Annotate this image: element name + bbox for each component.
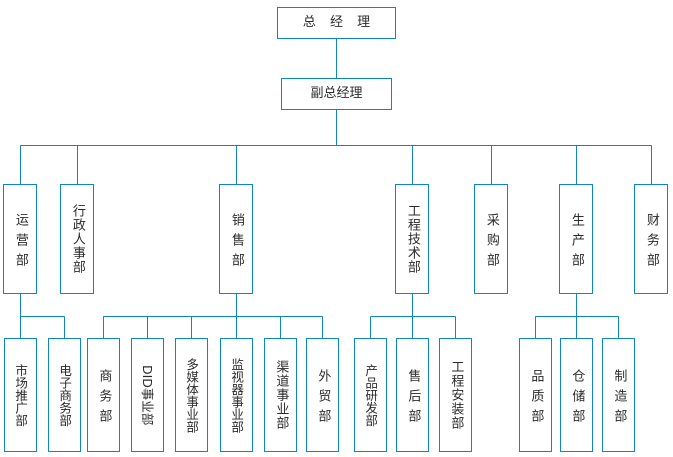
node-warehouse-dept-label: 仓储部 (569, 368, 585, 429)
node-product-rnd-dept-label: 产品研发部 (363, 363, 379, 427)
node-business-dept-label: 商务部 (96, 368, 112, 429)
node-general-manager[interactable]: 总 经 理 (277, 7, 396, 39)
node-business-dept[interactable]: 商务部 (87, 338, 120, 452)
node-sales-dept-label: 销售部 (228, 212, 244, 273)
node-finance-dept[interactable]: 财务部 (634, 184, 668, 294)
node-operations-dept-label: 运营部 (12, 212, 28, 273)
node-engineering-installation-dept[interactable]: 工程安装部 (439, 338, 472, 452)
node-purchasing-dept[interactable]: 采购部 (474, 184, 508, 294)
node-engineering-installation-dept-label: 工程安装部 (448, 360, 464, 430)
node-did-division-label: DID事业部 (140, 364, 156, 426)
node-multimedia-division[interactable]: 多媒体事业部 (175, 338, 208, 452)
node-foreign-trade-dept-label: 外贸部 (315, 368, 331, 429)
node-ecommerce-dept[interactable]: 电子商务部 (48, 338, 81, 452)
node-purchasing-dept-label: 采购部 (483, 212, 499, 273)
node-engineering-tech-dept-label: 工程技术部 (404, 204, 420, 274)
node-admin-hr-dept-label: 行政人事部 (69, 204, 85, 274)
node-production-dept-label: 生产部 (568, 212, 584, 273)
node-deputy-general-manager-label: 副总经理 (310, 85, 363, 101)
node-warehouse-dept[interactable]: 仓储部 (560, 338, 593, 452)
node-did-division[interactable]: DID事业部 (131, 338, 164, 452)
node-admin-hr-dept[interactable]: 行政人事部 (60, 184, 94, 294)
node-ecommerce-dept-label: 电子商务部 (57, 363, 73, 427)
node-quality-dept-label: 品质部 (528, 368, 544, 429)
node-multimedia-division-label: 多媒体事业部 (184, 357, 200, 433)
node-channel-division[interactable]: 渠道事业部 (264, 338, 297, 452)
node-foreign-trade-dept[interactable]: 外贸部 (306, 338, 339, 452)
node-after-sales-dept-label: 售后部 (405, 368, 421, 429)
node-product-rnd-dept[interactable]: 产品研发部 (354, 338, 387, 452)
node-manufacturing-dept-label: 制造部 (611, 368, 627, 429)
node-after-sales-dept[interactable]: 售后部 (396, 338, 429, 452)
node-deputy-general-manager[interactable]: 副总经理 (281, 78, 392, 110)
node-marketing-promotion-dept[interactable]: 市场推广部 (4, 338, 37, 452)
node-manufacturing-dept[interactable]: 制造部 (602, 338, 635, 452)
node-monitor-division[interactable]: 监视器事业部 (220, 338, 253, 452)
node-finance-dept-label: 财务部 (643, 212, 659, 273)
node-sales-dept[interactable]: 销售部 (219, 184, 253, 294)
node-operations-dept[interactable]: 运营部 (3, 184, 37, 294)
node-quality-dept[interactable]: 品质部 (519, 338, 552, 452)
node-engineering-tech-dept[interactable]: 工程技术部 (395, 184, 429, 294)
node-production-dept[interactable]: 生产部 (559, 184, 593, 294)
node-channel-division-label: 渠道事业部 (273, 360, 289, 430)
node-general-manager-label: 总 经 理 (302, 14, 376, 30)
node-marketing-promotion-dept-label: 市场推广部 (13, 363, 29, 427)
node-monitor-division-label: 监视器事业部 (229, 357, 245, 433)
